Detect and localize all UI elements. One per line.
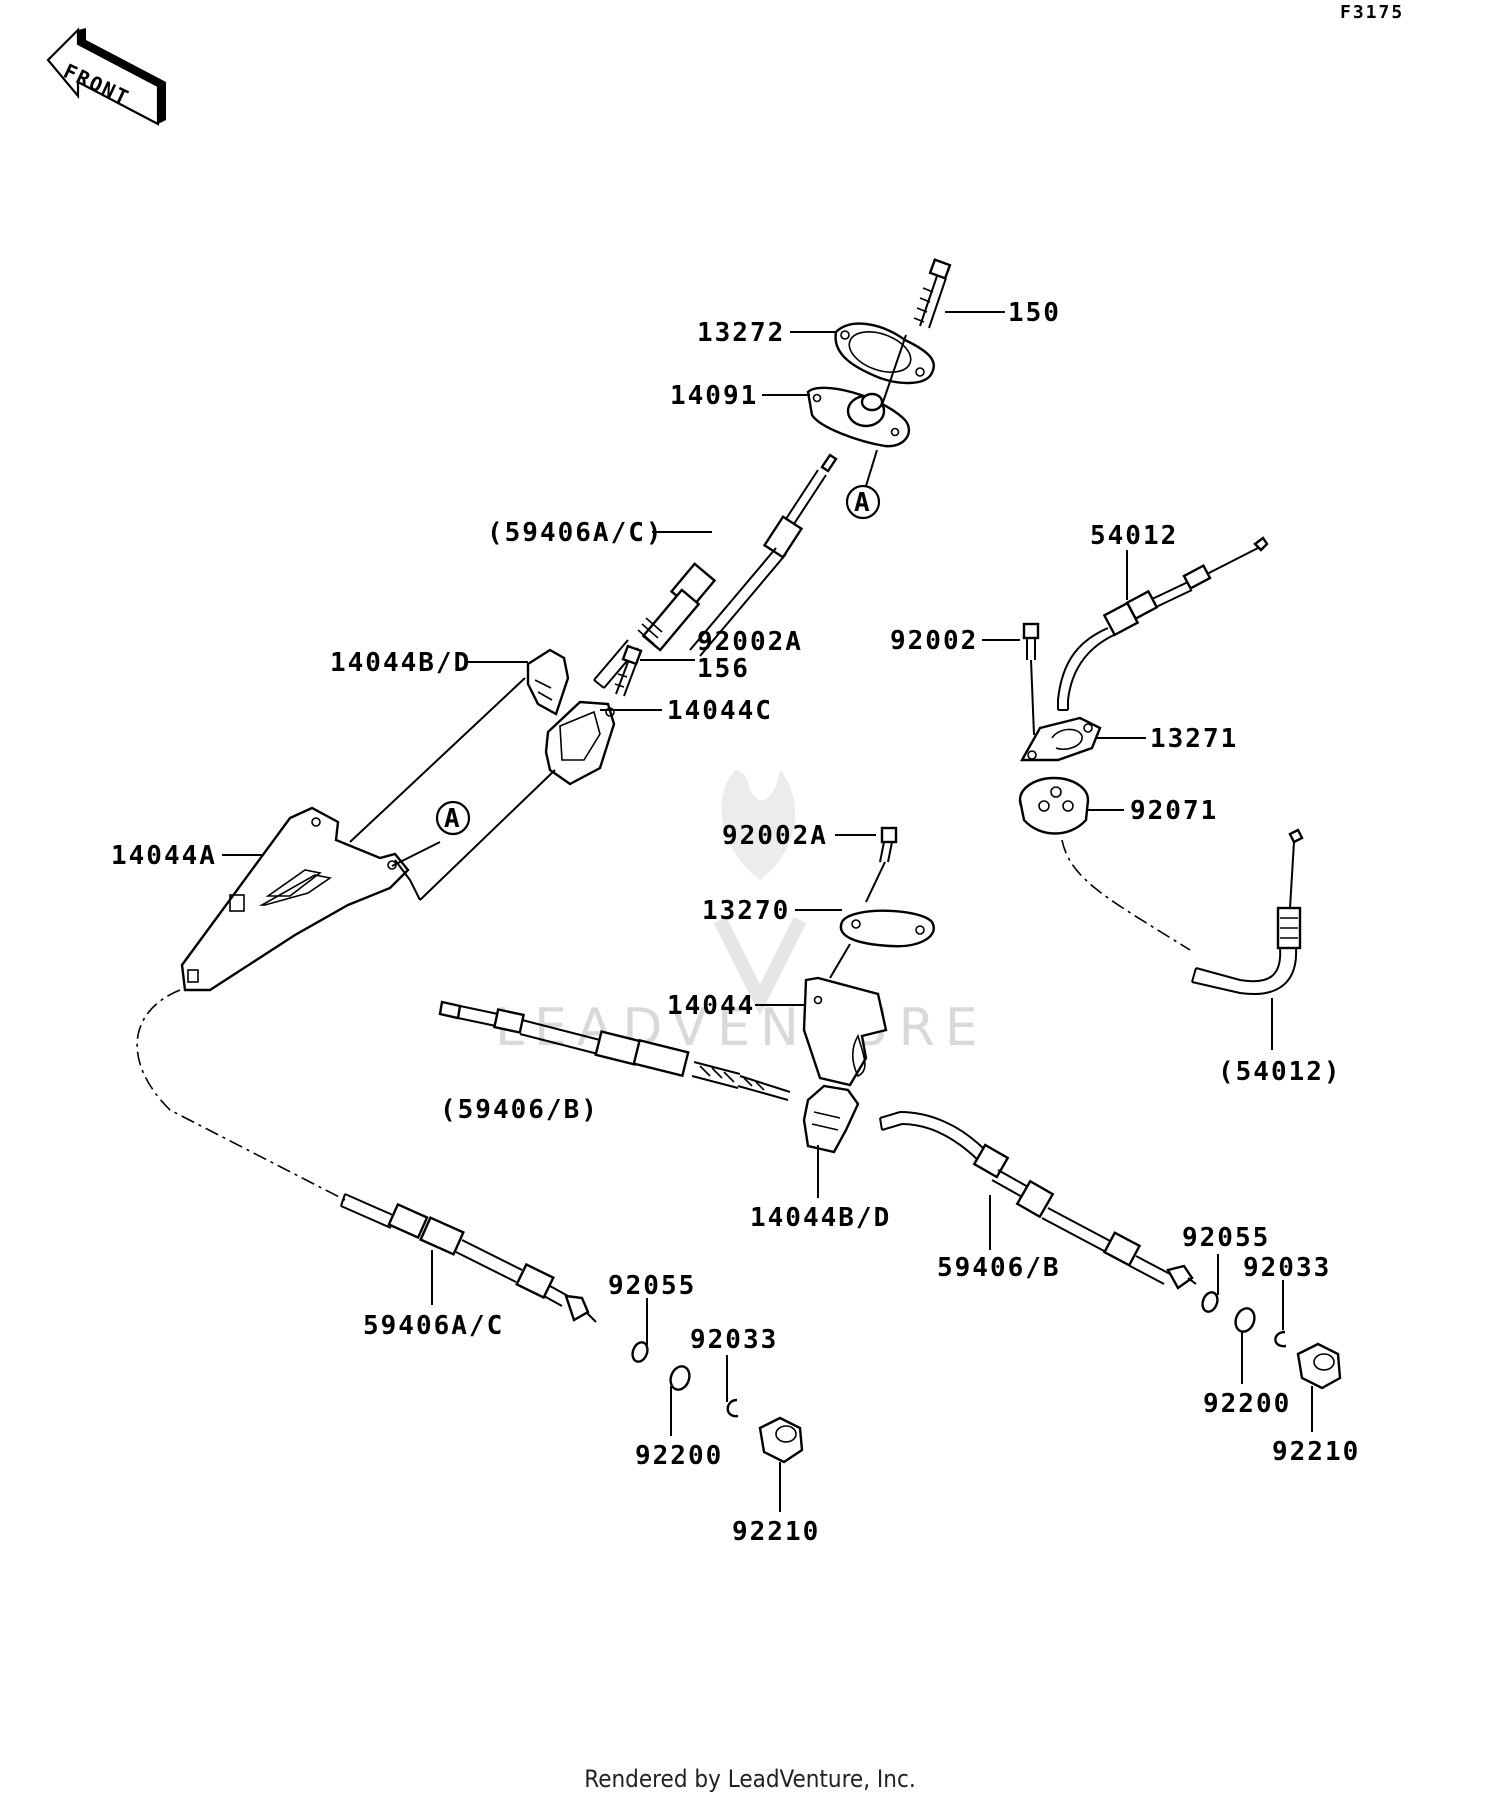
callout-54012: 54012 <box>1090 521 1178 551</box>
washer-92200-right <box>1234 1307 1256 1333</box>
cable-54012-upper <box>1057 536 1269 711</box>
callout-14044c: 14044C <box>667 696 773 726</box>
bolt-92002a-top <box>614 644 643 697</box>
callout-14091: 14091 <box>670 381 758 411</box>
clamp-14044bd-top <box>526 648 570 716</box>
cable-54012-lower <box>1191 828 1304 995</box>
callout-92033-right: 92033 <box>1243 1253 1331 1283</box>
callout-92210-left: 92210 <box>732 1517 820 1547</box>
callout-14044bd-top: 14044B/D <box>330 648 471 678</box>
callout-59406ac-ref: (59406A/C) <box>487 518 664 548</box>
bolt-92002 <box>1022 622 1040 660</box>
bracket-14044a <box>180 806 410 992</box>
boot-14091 <box>806 386 911 448</box>
callout-92002a-top: 92002A <box>697 627 803 657</box>
callout-150: 150 <box>1008 298 1061 328</box>
callout-13271: 13271 <box>1150 724 1238 754</box>
callout-59406ac: 59406A/C <box>363 1311 504 1341</box>
footer-credit: Rendered by LeadVenture, Inc. <box>584 1765 916 1793</box>
callout-13270: 13270 <box>702 896 790 926</box>
gasket-13272 <box>834 322 936 385</box>
clip-92033-right <box>1274 1330 1287 1348</box>
callout-92002a-mid: 92002A <box>722 821 828 851</box>
callout-92002: 92002 <box>890 626 978 656</box>
callout-92055-right: 92055 <box>1182 1223 1270 1253</box>
cable-59406ac-upper <box>593 453 838 689</box>
marker-a-bracket: A <box>444 804 462 834</box>
watermark: LEADVENTURE <box>495 770 978 1058</box>
clamp-14044bd-bottom <box>802 1084 860 1154</box>
clamp-14044c <box>544 700 616 786</box>
plate-13271 <box>1019 716 1102 762</box>
reference-marker-a-top <box>845 484 881 520</box>
callout-92200-right: 92200 <box>1203 1389 1291 1419</box>
oring-92055-left <box>631 1341 649 1363</box>
callout-59406b: 59406/B <box>937 1253 1061 1283</box>
bracket-14044 <box>802 976 888 1087</box>
washer-92200-left <box>669 1365 691 1391</box>
plate-13270 <box>839 909 935 948</box>
nut-92210-left <box>758 1416 804 1464</box>
clip-92033-left <box>726 1398 739 1418</box>
callout-54012-ref: (54012) <box>1218 1057 1342 1087</box>
bolt-92002a-mid <box>879 826 898 863</box>
cable-59406ac-lower <box>340 1193 597 1323</box>
callout-59406b-ref: (59406/B) <box>440 1095 599 1125</box>
callout-14044: 14044 <box>667 991 755 1021</box>
figure-code: F3175 <box>1340 2 1404 23</box>
callout-92210-right: 92210 <box>1272 1437 1360 1467</box>
callout-156: 156 <box>697 654 750 684</box>
nut-92210-right <box>1296 1342 1342 1390</box>
bolt-150 <box>913 258 952 329</box>
callout-92055-left: 92055 <box>608 1271 696 1301</box>
cable-59406b-right <box>879 1111 1197 1290</box>
callout-14044a: 14044A <box>111 841 217 871</box>
callout-13272: 13272 <box>697 318 785 348</box>
leader-lines <box>222 311 1313 1512</box>
callout-labels: 150 13272 14091 (59406A/C) 92002A 156 14… <box>111 298 1360 1547</box>
callout-14044bd-bottom: 14044B/D <box>750 1203 891 1233</box>
callout-92200-left: 92200 <box>635 1441 723 1471</box>
callout-92033-left: 92033 <box>690 1325 778 1355</box>
marker-a-top: A <box>854 488 872 518</box>
oring-92055-right <box>1201 1291 1219 1313</box>
reference-marker-a-bracket <box>435 800 471 836</box>
front-arrow-icon: FRONT <box>46 27 166 126</box>
grommet-92071 <box>1018 776 1090 835</box>
callout-92071: 92071 <box>1130 796 1218 826</box>
cable-59406b-left <box>438 1000 791 1101</box>
